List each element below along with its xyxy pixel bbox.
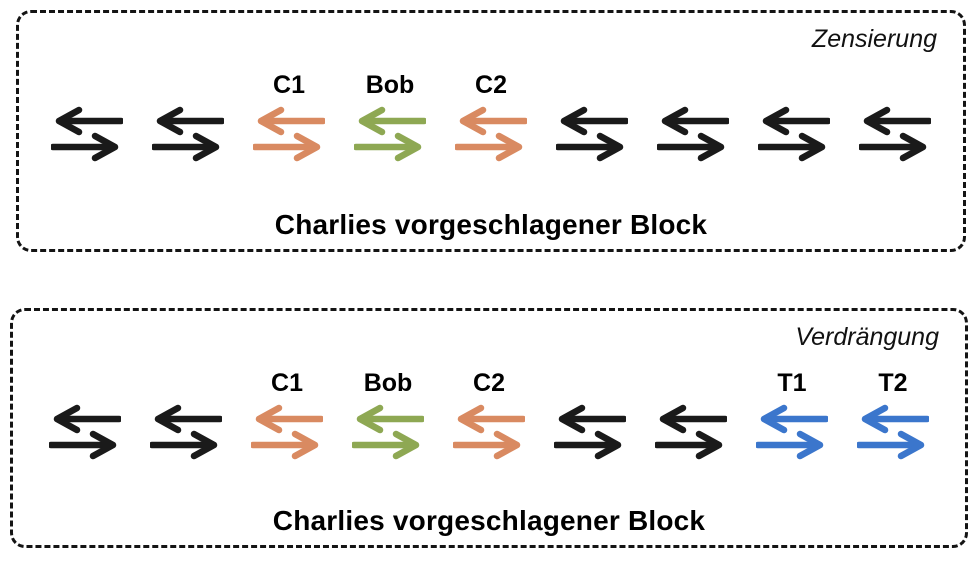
swap-arrows-icon bbox=[756, 404, 828, 460]
transaction-7 bbox=[655, 367, 727, 461]
transaction-2 bbox=[150, 367, 222, 461]
transaction-7 bbox=[657, 69, 729, 163]
transaction-1 bbox=[49, 367, 121, 461]
transaction-label-t1: T1 bbox=[777, 369, 807, 397]
transaction-bob: Bob bbox=[354, 69, 426, 163]
swap-arrows-icon bbox=[657, 106, 729, 162]
transaction-row: C1 Bob C2 bbox=[13, 367, 965, 461]
panel-caption: Charlies vorgeschlagener Block bbox=[272, 505, 706, 536]
transaction-1 bbox=[51, 69, 123, 163]
swap-arrows-icon bbox=[253, 106, 325, 162]
transaction-2 bbox=[152, 69, 224, 163]
swap-arrows-icon bbox=[150, 404, 222, 460]
transaction-label-c1: C1 bbox=[273, 71, 305, 99]
transaction-label-c2: C2 bbox=[473, 369, 505, 397]
swap-arrows-icon bbox=[554, 404, 626, 460]
swap-arrows-icon bbox=[857, 404, 929, 460]
transaction-6 bbox=[554, 367, 626, 461]
transaction-c1: C1 bbox=[251, 367, 323, 461]
transaction-t1: T1 bbox=[756, 367, 828, 461]
transaction-8 bbox=[758, 69, 830, 163]
transaction-bob: Bob bbox=[352, 367, 424, 461]
swap-arrows-icon bbox=[49, 404, 121, 460]
transaction-row: C1 Bob C2 bbox=[19, 69, 963, 163]
panel-verdraengung: Verdrängung C1 bbox=[10, 308, 968, 548]
transaction-label-c2: C2 bbox=[475, 71, 507, 99]
panel-corner-label: Zensierung bbox=[811, 25, 937, 53]
swap-arrows-icon bbox=[251, 404, 323, 460]
transaction-label-bob: Bob bbox=[365, 71, 415, 99]
swap-arrows-icon bbox=[152, 106, 224, 162]
transaction-label-bob: Bob bbox=[363, 369, 413, 397]
transaction-c2: C2 bbox=[453, 367, 525, 461]
transaction-t2: T2 bbox=[857, 367, 929, 461]
swap-arrows-icon bbox=[455, 106, 527, 162]
transaction-c1: C1 bbox=[253, 69, 325, 163]
swap-arrows-icon bbox=[556, 106, 628, 162]
transaction-label-c1: C1 bbox=[271, 369, 303, 397]
panel-corner-label: Verdrängung bbox=[795, 323, 939, 351]
swap-arrows-icon bbox=[758, 106, 830, 162]
swap-arrows-icon bbox=[453, 404, 525, 460]
panel-zensierung: Zensierung C1 bbox=[16, 10, 966, 252]
panel-caption: Charlies vorgeschlagener Block bbox=[274, 209, 708, 240]
transaction-label-t2: T2 bbox=[878, 369, 908, 397]
transaction-9 bbox=[859, 69, 931, 163]
transaction-c2: C2 bbox=[455, 69, 527, 163]
swap-arrows-icon bbox=[655, 404, 727, 460]
transaction-6 bbox=[556, 69, 628, 163]
swap-arrows-icon bbox=[51, 106, 123, 162]
swap-arrows-icon bbox=[354, 106, 426, 162]
swap-arrows-icon bbox=[352, 404, 424, 460]
swap-arrows-icon bbox=[859, 106, 931, 162]
